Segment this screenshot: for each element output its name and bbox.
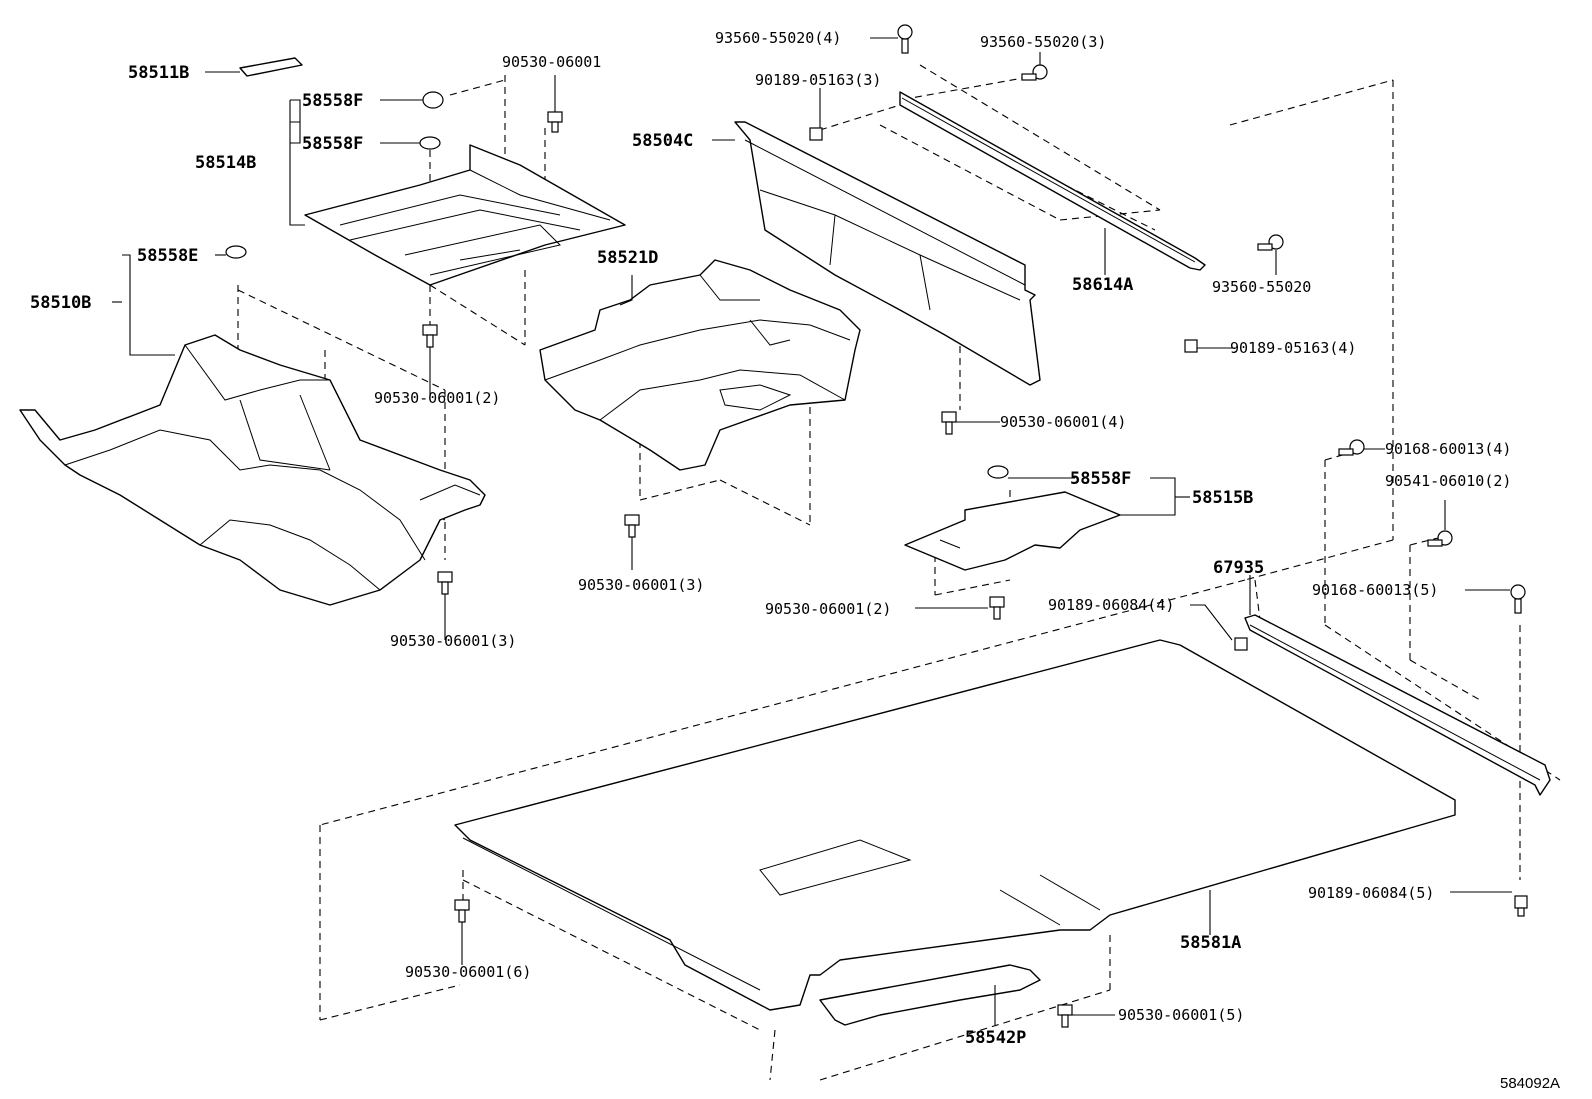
part-58521D-piece <box>539 259 861 471</box>
label-90168-60013-4: 90168-60013(4) <box>1385 440 1511 458</box>
label-90530-06001-4: 90530-06001(4) <box>1000 413 1126 431</box>
nut-icon <box>1184 339 1198 353</box>
label-90189-06084-4: 90189-06084(4) <box>1048 596 1174 614</box>
label-90168-60013-5: 90168-60013(5) <box>1312 581 1438 599</box>
part-58504C-panel <box>734 121 1041 386</box>
label-90530-06001-6: 90530-06001(6) <box>405 963 531 981</box>
label-58511B: 58511B <box>128 63 189 83</box>
label-93560-55020-3: 93560-55020(3) <box>980 33 1106 51</box>
label-58504C: 58504C <box>632 131 693 151</box>
label-90189-06084-5: 90189-06084(5) <box>1308 884 1434 902</box>
screw-icon <box>1338 439 1365 456</box>
plug-icon <box>987 465 1009 479</box>
label-58514B: 58514B <box>195 153 256 173</box>
part-58542P-piece <box>819 964 1041 1026</box>
part-58515B-panel <box>904 491 1121 571</box>
clip-icon <box>454 899 470 923</box>
label-93560-55020: 93560-55020 <box>1212 278 1311 296</box>
screw-icon <box>1510 584 1526 614</box>
nut-icon <box>1514 895 1528 917</box>
label-90541-06010-2: 90541-06010(2) <box>1385 472 1511 490</box>
clip-icon <box>422 324 438 348</box>
screw-icon <box>897 24 913 54</box>
label-58558F-a: 58558F <box>302 91 363 111</box>
part-58510B-carpet <box>19 334 486 606</box>
part-labels: 58511B 58558F 58558F 58514B 90530-06001 … <box>30 29 1560 1092</box>
label-58581A: 58581A <box>1180 933 1241 953</box>
leader-lines <box>112 37 1512 1025</box>
label-58558F-c: 58558F <box>1070 469 1131 489</box>
clip-icon <box>624 514 640 538</box>
label-58515B: 58515B <box>1192 488 1253 508</box>
label-58558E: 58558E <box>137 246 198 266</box>
diagram-reference-code: 584092A <box>1500 1075 1560 1092</box>
screw-icon <box>1427 530 1453 547</box>
label-90530-06001-3-mid: 90530-06001(3) <box>578 576 704 594</box>
label-90530-06001-2-left: 90530-06001(2) <box>374 389 500 407</box>
label-58614A: 58614A <box>1072 275 1133 295</box>
part-58581A-board <box>454 639 1456 1011</box>
label-58558F-b: 58558F <box>302 134 363 154</box>
part-67935-rail <box>1244 614 1551 796</box>
screw-icon <box>1257 234 1284 251</box>
plug-icon <box>422 91 444 109</box>
label-90189-05163-4: 90189-05163(4) <box>1230 339 1356 357</box>
nut-icon <box>809 127 823 141</box>
label-67935: 67935 <box>1213 558 1264 578</box>
label-93560-55020-4: 93560-55020(4) <box>715 29 841 47</box>
label-90530-06001-5: 90530-06001(5) <box>1118 1006 1244 1024</box>
nut-icon <box>1234 637 1248 651</box>
label-58542P: 58542P <box>965 1028 1026 1048</box>
part-58614A-rail <box>899 91 1206 271</box>
label-58521D: 58521D <box>597 248 658 268</box>
label-90530-06001-top: 90530-06001 <box>502 53 601 71</box>
label-58510B: 58510B <box>30 293 91 313</box>
fasteners <box>225 24 1528 1028</box>
part-58514B-panel <box>304 144 626 286</box>
plug-icon <box>419 136 441 150</box>
clip-icon <box>547 111 563 133</box>
part-58511B-strip <box>239 57 303 77</box>
label-90189-05163-3: 90189-05163(3) <box>755 71 881 89</box>
clip-icon <box>989 596 1005 620</box>
screw-icon <box>1021 64 1048 81</box>
clip-icon <box>1057 1004 1073 1028</box>
label-90530-06001-3-left: 90530-06001(3) <box>390 632 516 650</box>
plug-icon <box>225 245 247 259</box>
label-90530-06001-2-mid: 90530-06001(2) <box>765 600 891 618</box>
clip-icon <box>941 411 957 435</box>
clip-icon <box>437 571 453 595</box>
